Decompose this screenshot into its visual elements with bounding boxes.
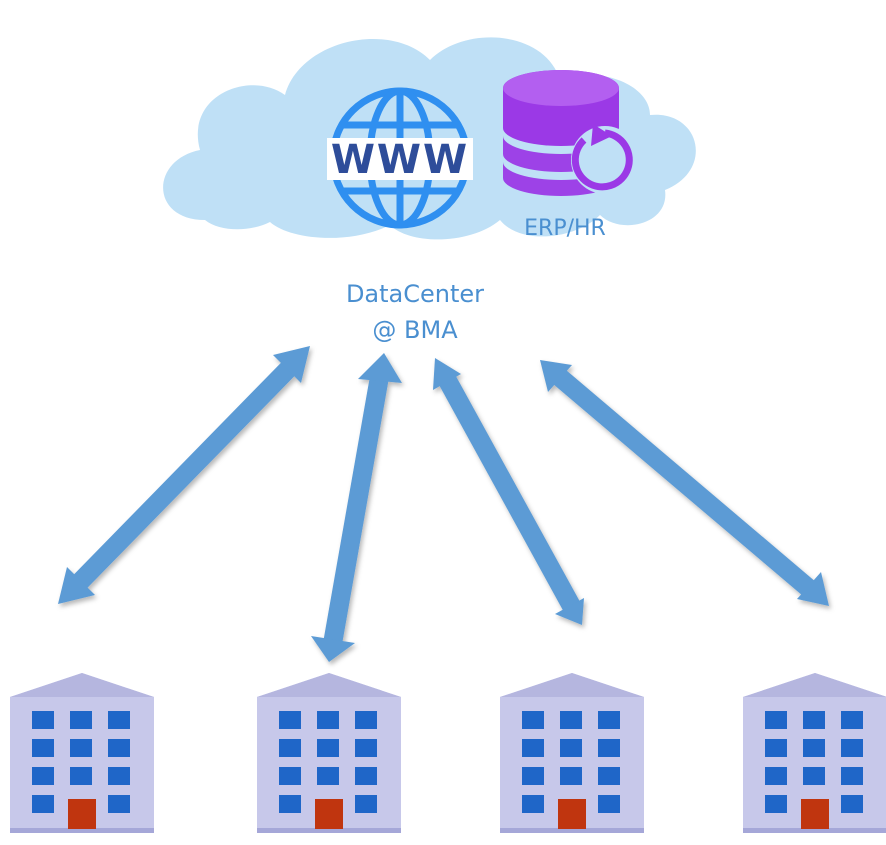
arrow-site-1 <box>58 346 310 604</box>
building-icon <box>10 673 154 833</box>
erp-hr-label: ERP/HR <box>524 216 606 241</box>
www-banner <box>327 138 473 180</box>
datacenter-label: DataCenter @ BMA <box>300 276 530 348</box>
database-sync-icon <box>503 70 639 196</box>
www-text: WWW <box>331 137 469 183</box>
building-icon <box>257 673 401 833</box>
datacenter-location: @ BMA <box>372 316 458 344</box>
building-icon <box>743 673 886 833</box>
arrow-site-3 <box>433 358 584 625</box>
arrow-site-2 <box>311 353 402 662</box>
arrow-site-4 <box>540 360 829 606</box>
datacenter-name: DataCenter <box>345 280 485 308</box>
arrows <box>58 346 829 662</box>
building-icon <box>500 673 644 833</box>
